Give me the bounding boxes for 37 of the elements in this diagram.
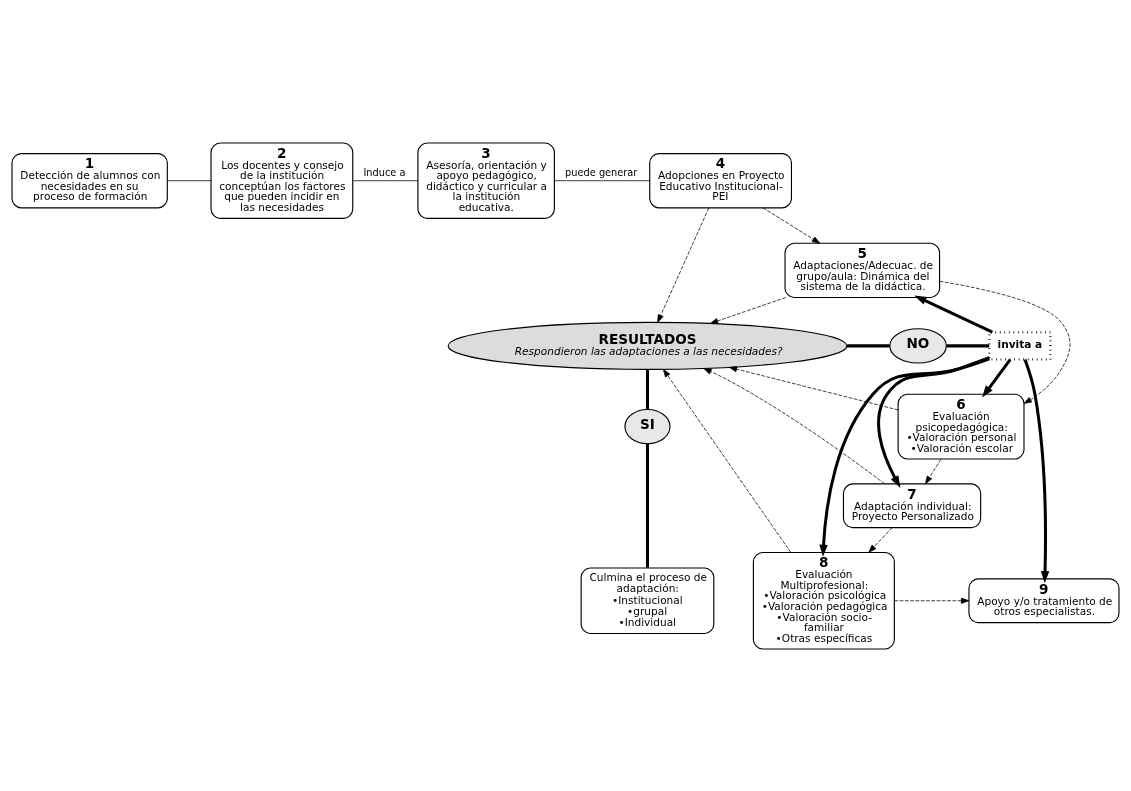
connector — [645, 443, 649, 568]
arrow — [709, 296, 787, 324]
node-ellipse: SI — [624, 408, 671, 444]
arrow — [762, 207, 821, 244]
arrow — [703, 367, 885, 484]
arrow — [728, 365, 899, 410]
arrow — [925, 458, 942, 484]
node-box: 7 Adaptación individual: Proyecto Personalizado — [842, 482, 982, 528]
node-box: 1 Detección de alumnos con necesidades en su proceso de formación — [11, 152, 168, 208]
arrow — [657, 207, 710, 323]
connector — [847, 343, 890, 347]
node-box: 2 Los docentes y consejo de la institución conceptúan los factores que pueden incidir en las necesidades — [210, 141, 354, 219]
arrow — [662, 368, 792, 553]
arrow — [868, 526, 893, 553]
connector — [946, 343, 990, 347]
arrow — [914, 295, 994, 334]
node-box: 3 Asesoría, orientación y apoyo pedagógico, didáctico y curricular a la institución educativa. — [417, 141, 555, 219]
node-box: invita a — [988, 330, 1052, 361]
connector — [167, 179, 212, 181]
node-box: 4 Adopciones en Proyecto Educativo Institucional- PEI — [649, 152, 792, 208]
edge-label: Induce a — [363, 166, 406, 178]
node-box: 9 Apoyo y/o tratamiento de otros especialistas. — [968, 577, 1120, 623]
arrow — [939, 280, 1071, 404]
node-box: 5 Adaptaciones/Adecuac. de grupo/aula: Dinámica del sistema de la didáctica. — [784, 242, 941, 298]
connector — [645, 368, 649, 409]
arrow — [894, 597, 970, 604]
arrow — [877, 355, 990, 488]
connector — [352, 179, 419, 181]
node-box: Culmina el proceso de adaptación: •Institucional •grupal •Individual — [580, 566, 715, 634]
node-box: 6 Evaluación psicopedagógica: •Valoración personal •Valoración escolar — [897, 393, 1025, 460]
node-ellipse: NO — [889, 327, 947, 364]
node-box: 8 Evaluación Multiprofesional: •Valoración psicológica •Valoración pedagógica •Valoración socio-familiar •Otras específicas — [752, 551, 895, 650]
arrow — [982, 358, 1012, 398]
connector — [554, 179, 650, 181]
arrow — [1023, 358, 1050, 583]
arrow — [819, 356, 990, 557]
edge-label: puede generar — [565, 166, 638, 178]
